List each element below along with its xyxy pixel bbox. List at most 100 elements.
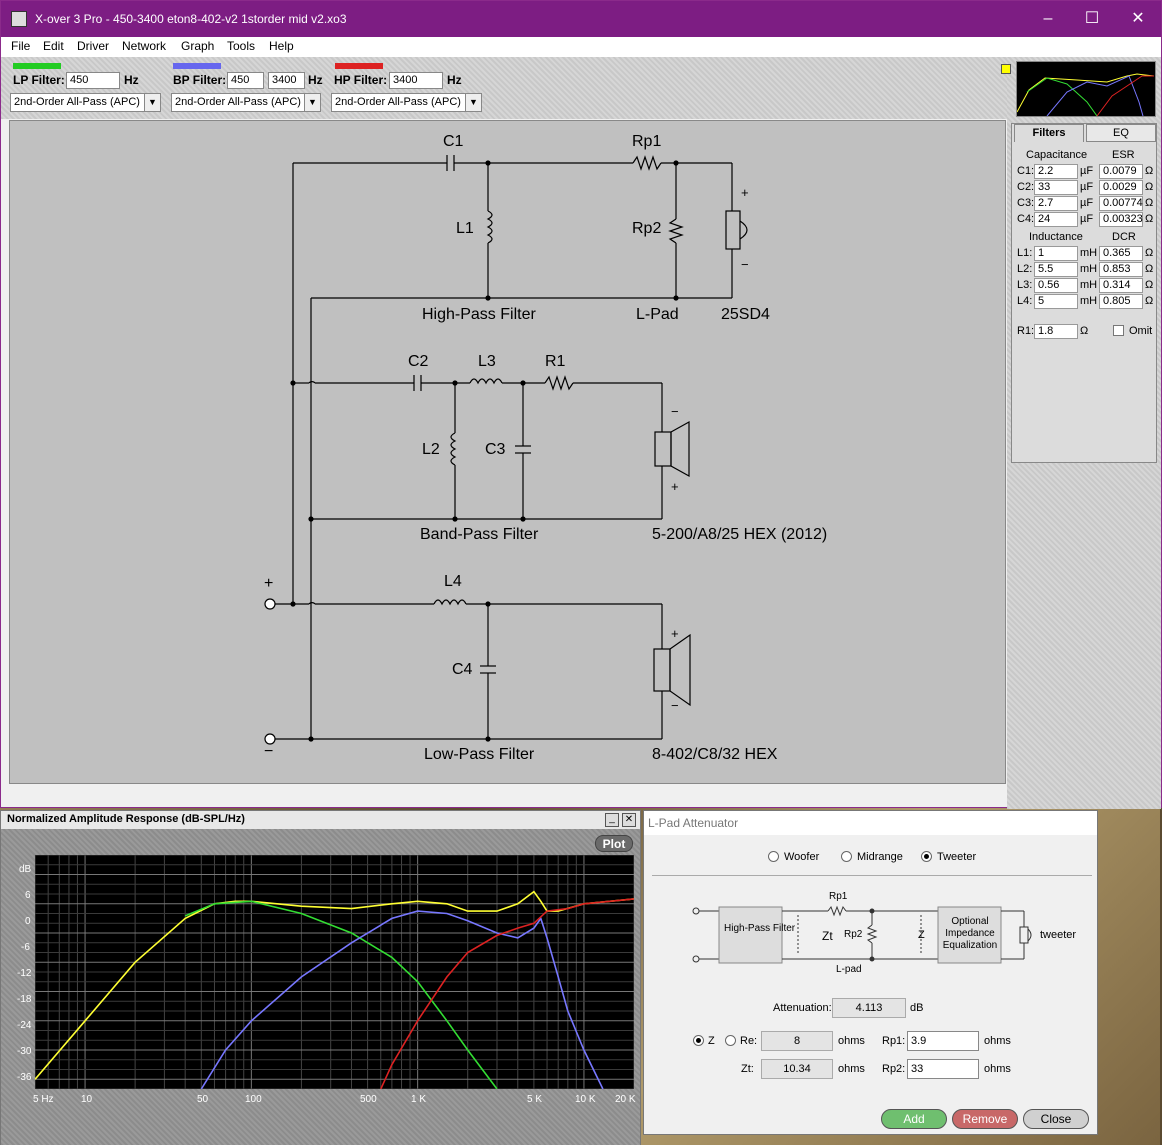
woofer-radio-label[interactable]: Woofer <box>784 851 820 863</box>
c4-name: C4: <box>1017 213 1035 225</box>
l4-value-input[interactable]: 5 <box>1034 294 1078 309</box>
app-icon[interactable] <box>11 11 27 27</box>
woofer-plus: + <box>671 626 679 641</box>
l4-label[interactable]: L4 <box>444 573 462 590</box>
menu-network[interactable]: Network <box>122 39 167 53</box>
schematic-panel: C1 Rp1 L1 Rp2 + − High-Pass Filter L-Pad… <box>9 120 1006 784</box>
midrange-driver-label[interactable]: 5-200/A8/25 HEX (2012) <box>652 526 828 543</box>
c1-label[interactable]: C1 <box>443 133 464 150</box>
amplitude-plot[interactable] <box>35 855 634 1089</box>
close-button[interactable]: Close <box>1023 1109 1089 1129</box>
lp-frequency-input[interactable]: 450 <box>66 72 120 89</box>
l-pad-label[interactable]: L-Pad <box>636 306 679 323</box>
attenuation-unit: dB <box>910 1002 924 1014</box>
y-tick: -36 <box>17 1072 32 1083</box>
hp-filter-label: HP Filter: <box>334 73 388 87</box>
omit-checkbox[interactable] <box>1113 325 1124 336</box>
l1-value-input[interactable]: 1 <box>1034 246 1078 261</box>
input-plus: + <box>264 575 274 592</box>
x-tick: 5 K <box>527 1094 543 1105</box>
tweeter-radio-label[interactable]: Tweeter <box>937 851 977 863</box>
menu-file[interactable]: File <box>11 39 31 53</box>
woofer-minus: − <box>671 698 679 713</box>
menu-help[interactable]: Help <box>269 39 294 53</box>
dcr-header: DCR <box>1112 231 1136 243</box>
l4-dcr-input[interactable]: 0.805 <box>1099 294 1143 309</box>
c3-value-input[interactable]: 2.7 <box>1034 196 1078 211</box>
lp-type-select[interactable]: 2nd-Order All-Pass (APC) ▼ <box>10 93 161 112</box>
l2-value-input[interactable]: 5.5 <box>1034 262 1078 277</box>
midrange-radio[interactable] <box>841 851 852 862</box>
re-radio-label[interactable]: Re: <box>740 1035 758 1047</box>
ohm-symbol: Ω <box>1145 247 1154 259</box>
mini-response-graph[interactable] <box>1016 61 1156 117</box>
menu-driver[interactable]: Driver <box>77 39 109 53</box>
lpad-z-label: Z <box>918 929 925 941</box>
bp-high-input[interactable]: 3400 <box>268 72 305 89</box>
tweeter-driver-label[interactable]: 25SD4 <box>721 306 770 323</box>
l2-dcr-input[interactable]: 0.853 <box>1099 262 1143 277</box>
re-radio[interactable] <box>725 1035 736 1046</box>
re-value: 8 <box>761 1031 833 1051</box>
add-button[interactable]: Add <box>881 1109 947 1129</box>
bp-type-select[interactable]: 2nd-Order All-Pass (APC) ▼ <box>171 93 321 112</box>
c4-label[interactable]: C4 <box>452 661 473 678</box>
status-indicator[interactable] <box>1001 64 1011 74</box>
z-radio[interactable] <box>693 1035 704 1046</box>
l2-unit: mH <box>1080 263 1098 275</box>
graph-minimize-button[interactable]: _ <box>605 813 619 827</box>
woofer-driver-label[interactable]: 8-402/C8/32 HEX <box>652 746 778 763</box>
rp1-field-label: Rp1: <box>882 1035 906 1047</box>
bp-color-line <box>173 63 221 69</box>
c2-name: C2: <box>1017 181 1035 193</box>
c1-value-input[interactable]: 2.2 <box>1034 164 1078 179</box>
chevron-down-icon: ▼ <box>465 94 481 111</box>
c3-esr-input[interactable]: 0.00774 <box>1099 196 1143 211</box>
tweeter-radio[interactable] <box>921 851 932 862</box>
c1-esr-input[interactable]: 0.0079 <box>1099 164 1143 179</box>
r1-value-input[interactable]: 1.8 <box>1034 324 1078 339</box>
close-window-button[interactable]: ✕ <box>1131 10 1145 27</box>
rp1-input[interactable]: 3.9 <box>907 1031 979 1051</box>
graph-close-button[interactable]: ✕ <box>622 813 636 827</box>
chevron-down-icon: ▼ <box>304 94 320 111</box>
tab-eq[interactable]: EQ <box>1086 124 1156 142</box>
l3-value-input[interactable]: 0.56 <box>1034 278 1078 293</box>
hp-frequency-input[interactable]: 3400 <box>389 72 443 89</box>
l2-label[interactable]: L2 <box>422 441 440 458</box>
rp2-input[interactable]: 33 <box>907 1059 979 1079</box>
midrange-radio-label[interactable]: Midrange <box>857 851 903 863</box>
minimize-button[interactable]: – <box>1043 10 1053 27</box>
title-bar[interactable]: X-over 3 Pro - 450-3400 eton8-402-v2 1st… <box>1 1 1161 37</box>
menu-edit[interactable]: Edit <box>43 39 64 53</box>
l3-label[interactable]: L3 <box>478 353 496 370</box>
c4-esr-input[interactable]: 0.00323 <box>1099 212 1143 227</box>
c4-value-input[interactable]: 24 <box>1034 212 1078 227</box>
rp1-label[interactable]: Rp1 <box>632 133 662 150</box>
menu-tools[interactable]: Tools <box>227 39 256 53</box>
tab-filters[interactable]: Filters <box>1014 124 1084 142</box>
menu-graph[interactable]: Graph <box>181 39 215 53</box>
tweeter-plus: + <box>741 185 749 200</box>
c2-label[interactable]: C2 <box>408 353 429 370</box>
remove-button[interactable]: Remove <box>952 1109 1018 1129</box>
woofer-radio[interactable] <box>768 851 779 862</box>
z-radio-label[interactable]: Z <box>708 1035 715 1047</box>
l4-name: L4: <box>1017 295 1033 307</box>
bp-low-input[interactable]: 450 <box>227 72 264 89</box>
plot-button[interactable]: Plot <box>595 835 633 852</box>
rp2-label[interactable]: Rp2 <box>632 220 662 237</box>
c2-esr-input[interactable]: 0.0029 <box>1099 180 1143 195</box>
l3-dcr-input[interactable]: 0.314 <box>1099 278 1143 293</box>
r1-label[interactable]: R1 <box>545 353 566 370</box>
l1-label[interactable]: L1 <box>456 220 474 237</box>
c3-label[interactable]: C3 <box>485 441 506 458</box>
series-line-2 <box>200 910 604 1089</box>
hp-unit: Hz <box>447 73 462 87</box>
l1-dcr-input[interactable]: 0.365 <box>1099 246 1143 261</box>
hp-type-select[interactable]: 2nd-Order All-Pass (APC) ▼ <box>331 93 482 112</box>
maximize-button[interactable]: ☐ <box>1084 10 1100 27</box>
c2-value-input[interactable]: 33 <box>1034 180 1078 195</box>
mid-plus: + <box>671 479 679 494</box>
zt-field-label: Zt: <box>741 1063 754 1075</box>
